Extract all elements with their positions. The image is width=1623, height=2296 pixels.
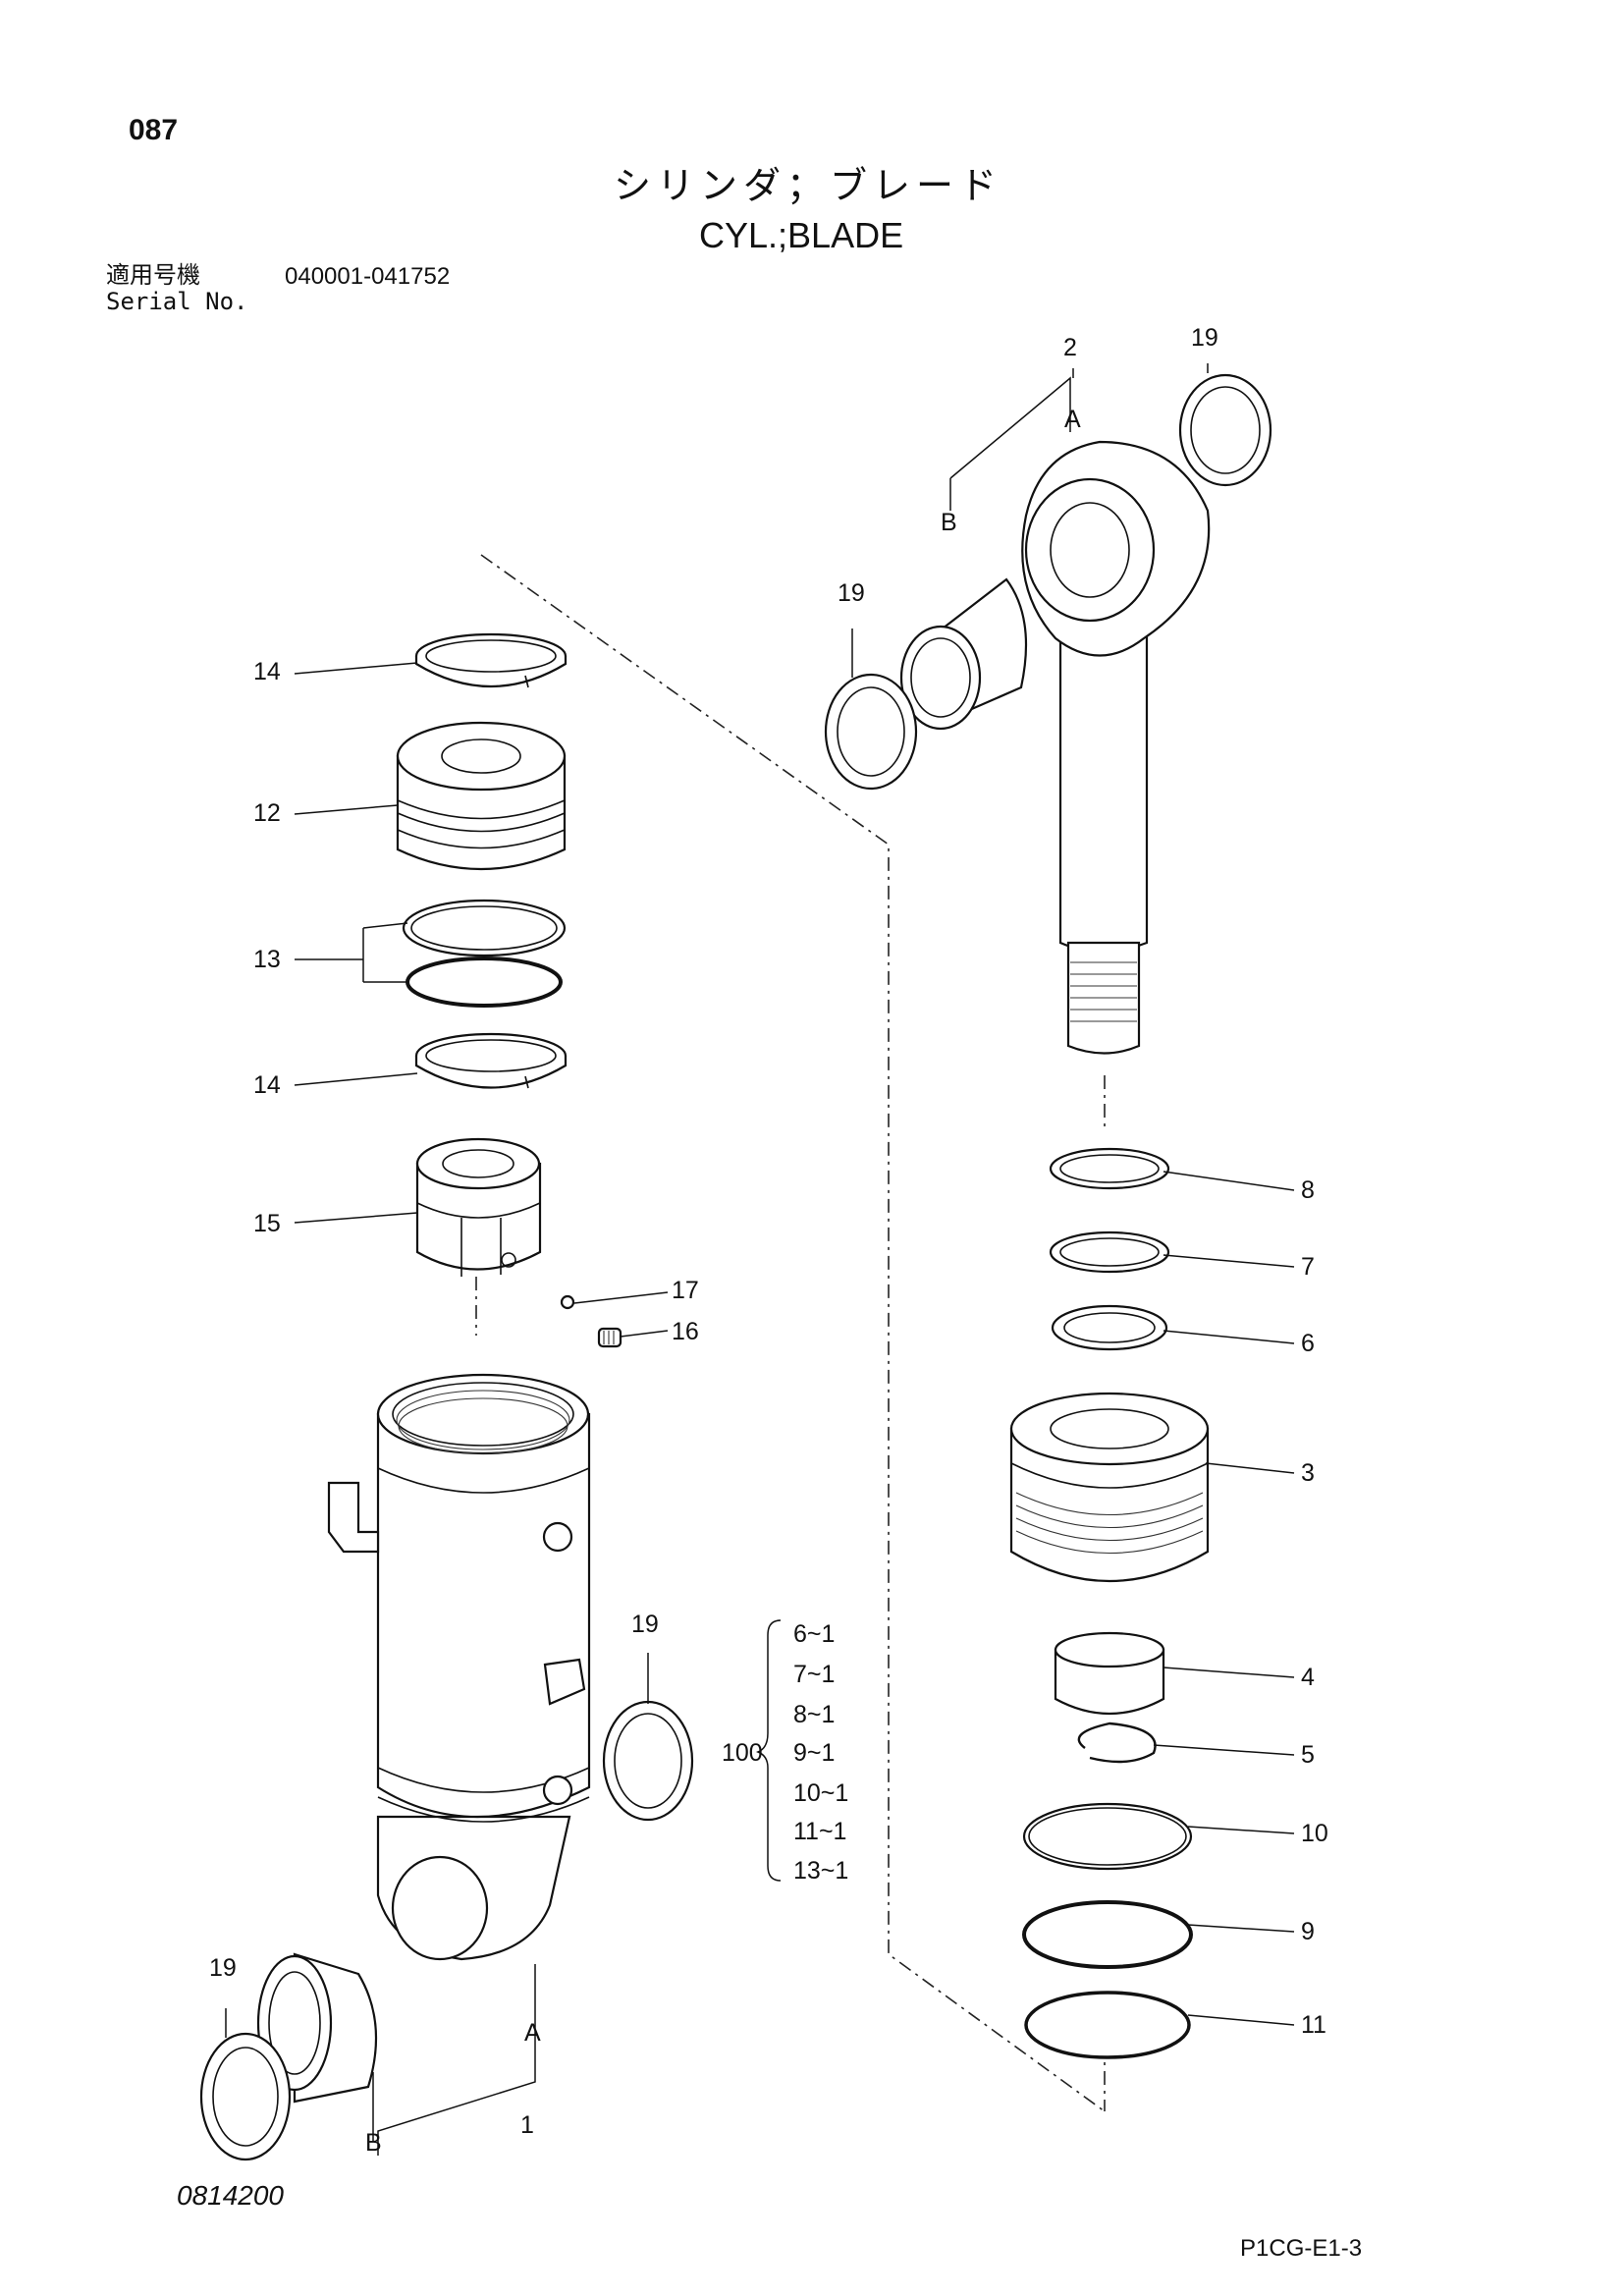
- callout-13: 13: [253, 946, 281, 973]
- piston-seal-set: [402, 899, 567, 1008]
- kit-item: 6~1: [793, 1620, 835, 1648]
- kit-item: 7~1: [793, 1661, 835, 1688]
- sheet-code: P1CG-E1-3: [1240, 2235, 1363, 2262]
- title-english: CYL.;BLADE: [699, 215, 904, 255]
- rod-seal-6: [1051, 1304, 1168, 1351]
- callout-4: 4: [1301, 1664, 1315, 1691]
- callout-8: 8: [1301, 1176, 1315, 1204]
- callout-10: 10: [1301, 1820, 1328, 1847]
- rod-cover: [1009, 1392, 1210, 1582]
- steel-ball: [560, 1294, 575, 1310]
- page-number: 087: [129, 114, 179, 146]
- piston-nut: [415, 1137, 542, 1277]
- snap-ring-5: [1077, 1722, 1157, 1764]
- kit-item: 13~1: [793, 1857, 848, 1885]
- wear-ring-top: [414, 632, 568, 688]
- callout-3: 3: [1301, 1459, 1315, 1487]
- wear-ring-bottom: [414, 1032, 568, 1089]
- callout-7: 7: [1301, 1253, 1315, 1281]
- o-ring-11: [1024, 1991, 1191, 2059]
- letter-b-rod: B: [941, 509, 957, 536]
- kit-item: 10~1: [793, 1779, 848, 1807]
- callout-14-top: 14: [253, 658, 281, 685]
- kit-item: 9~1: [793, 1739, 835, 1767]
- dust-seal-rod-top: [1178, 373, 1272, 487]
- callout-1: 1: [520, 2111, 534, 2139]
- piston: [396, 721, 567, 871]
- kit-item: 11~1: [793, 1818, 846, 1845]
- callout-numbers: 14 12 13 14 15 17 16 8 7 6 3 4 5 10 9 11…: [209, 324, 1328, 2139]
- callout-6: 6: [1301, 1330, 1315, 1357]
- letter-a-tube: A: [524, 2019, 541, 2047]
- leader-lines: [225, 363, 1295, 2156]
- callout-11: 11: [1301, 2011, 1326, 2039]
- callout-19-rod-top: 19: [1191, 324, 1218, 352]
- callout-19-rod-left: 19: [838, 579, 865, 607]
- dust-seal-tube-left: [199, 2032, 292, 2161]
- title-japanese: シリンダ；ブレード: [614, 164, 1003, 207]
- callout-19-tube-left: 19: [209, 1954, 237, 1982]
- callout-14-bottom: 14: [253, 1071, 281, 1099]
- cylinder-tube: [327, 1373, 591, 1961]
- serial-label-japanese: 適用号機: [106, 261, 200, 289]
- callout-16: 16: [672, 1318, 699, 1345]
- letter-a-rod: A: [1064, 406, 1081, 433]
- backup-ring-9: [1022, 1900, 1193, 1969]
- bushing-rod: [899, 577, 1028, 731]
- callout-5: 5: [1301, 1741, 1315, 1769]
- callout-15: 15: [253, 1210, 281, 1237]
- piston-rod: [1021, 440, 1211, 1055]
- serial-label-english: Serial No.: [106, 288, 248, 315]
- rod-bushing-4: [1054, 1631, 1165, 1715]
- letter-b-tube: B: [365, 2129, 382, 2157]
- callout-12: 12: [253, 799, 281, 827]
- callout-17: 17: [672, 1277, 699, 1304]
- dust-seal-rod-left: [824, 673, 918, 791]
- rod-seal-7: [1049, 1230, 1170, 1274]
- set-screw: [597, 1327, 622, 1348]
- callout-19-tube-right: 19: [631, 1611, 659, 1638]
- callout-9: 9: [1301, 1918, 1315, 1945]
- o-ring-10: [1022, 1802, 1193, 1871]
- view-letters: A B A B: [365, 406, 1081, 2157]
- callout-2: 2: [1063, 334, 1077, 361]
- drawing-code: 0814200: [177, 2180, 285, 2211]
- dust-seal-tube-right: [602, 1700, 694, 1822]
- kit-list: 100 6~1 7~1 8~1 9~1 10~1 11~1 13~1: [722, 1620, 848, 1885]
- kit-number: 100: [722, 1739, 763, 1767]
- serial-number-range: 040001-041752: [285, 263, 451, 290]
- rod-seal-8: [1049, 1147, 1170, 1190]
- assembly-centerlines: [475, 554, 1106, 2112]
- kit-item: 8~1: [793, 1701, 835, 1728]
